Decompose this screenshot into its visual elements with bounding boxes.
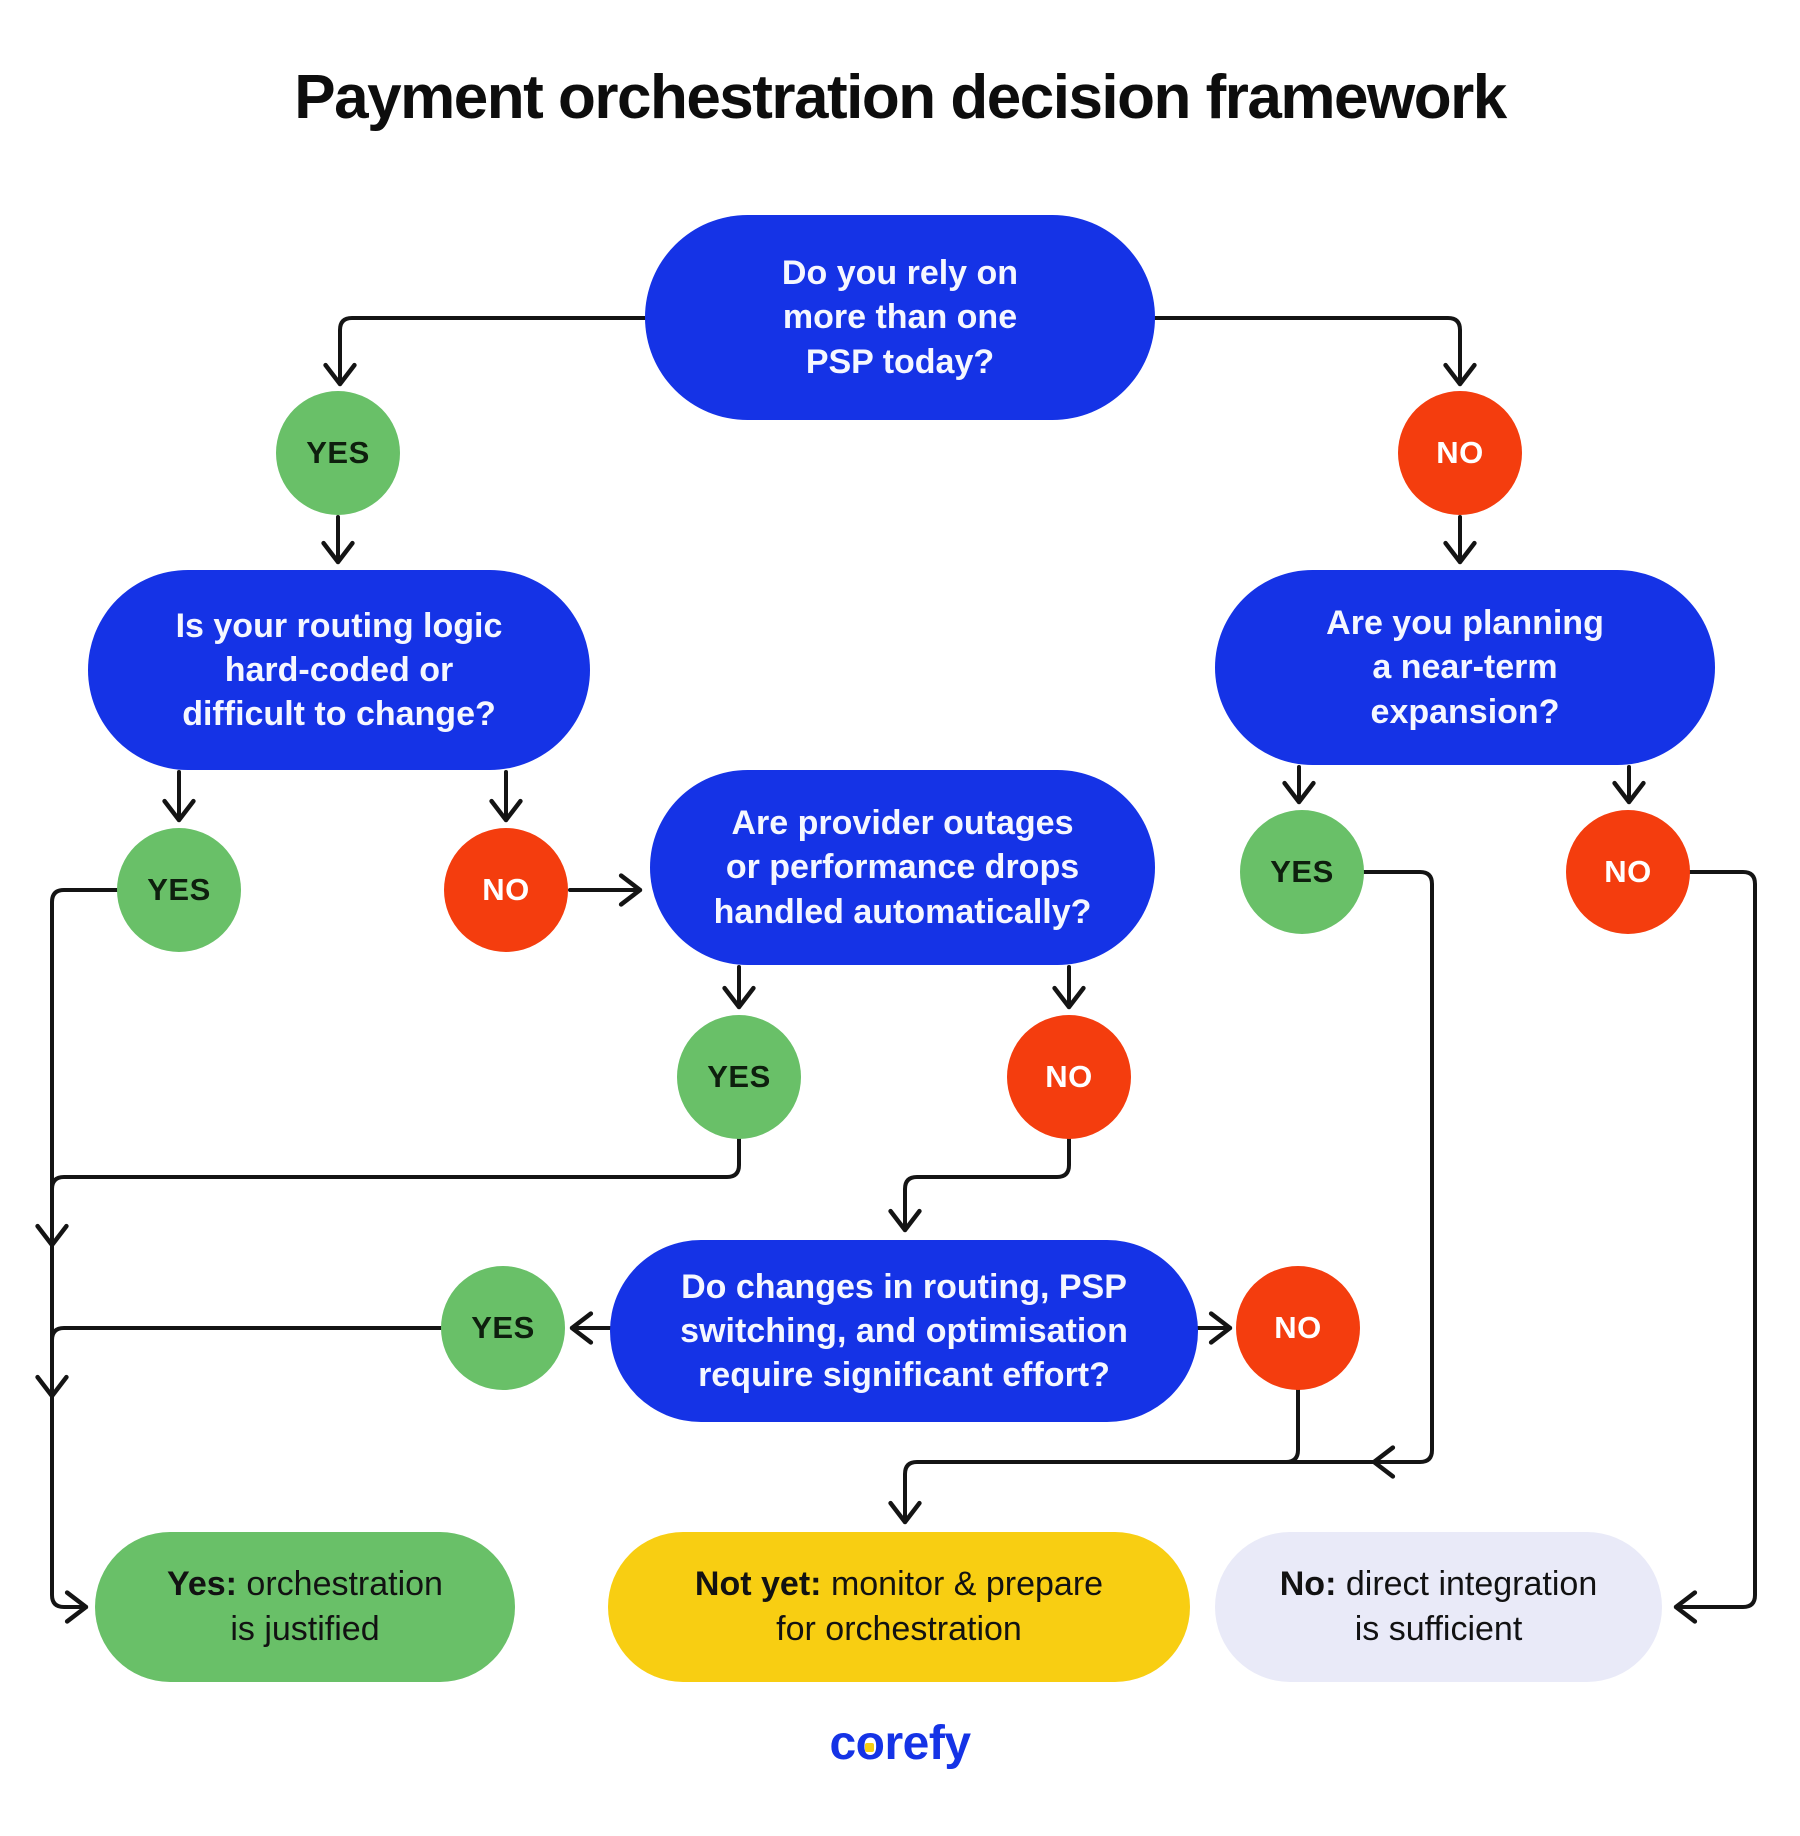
corefy-logo: corefy (0, 1716, 1800, 1771)
link-no5-sufficient (1673, 870, 1757, 1624)
link-psp-yes (323, 316, 647, 387)
question-node-outages: Are provider outages or performance drop… (650, 770, 1155, 965)
outcome-not-yet-text: monitor & prepare for orchestration (776, 1565, 1104, 1648)
no-badge-psp: NO (1398, 391, 1522, 515)
no-badge-routing: NO (444, 828, 568, 952)
question-node-effort: Do changes in routing, PSP switching, an… (610, 1240, 1198, 1422)
link-yes5-down (1362, 870, 1434, 1479)
outcome-justified-lead: Yes: (167, 1565, 237, 1604)
no-badge-outages: NO (1007, 1015, 1131, 1139)
link-no4-join (1284, 1388, 1300, 1464)
question-node-expansion: Are you planning a near-term expansion? (1215, 570, 1715, 765)
outcome-not-yet-lead: Not yet: (694, 1565, 822, 1604)
logo-text: corefy (829, 1717, 971, 1770)
question-node-psp: Do you rely on more than one PSP today? (645, 215, 1155, 420)
yes-badge-expansion: YES (1240, 810, 1364, 934)
page-title: Payment orchestration decision framework (294, 63, 1507, 132)
link-no3-effort (888, 1137, 1071, 1233)
logo-dot (865, 1743, 875, 1752)
no-badge-effort: NO (1236, 1266, 1360, 1390)
yes-badge-psp: YES (276, 391, 400, 515)
link-join-notyet (888, 1460, 1376, 1525)
link-yes4-rail (50, 1326, 443, 1342)
outcome-sufficient-lead: No: (1279, 1565, 1337, 1604)
question-node-routing: Is your routing logic hard-coded or diff… (88, 570, 590, 770)
link-yes3-rail (50, 1137, 741, 1191)
yes-badge-outages: YES (677, 1015, 801, 1139)
outcome-justified-text: orchestration is justified (230, 1565, 443, 1648)
yes-badge-routing: YES (117, 828, 241, 952)
link-psp-no (1153, 316, 1477, 387)
outcome-box-sufficient: No: direct integration is sufficient (1215, 1532, 1662, 1682)
outcome-sufficient-text: direct integration is sufficient (1345, 1565, 1598, 1648)
no-badge-expansion: NO (1566, 810, 1690, 934)
yes-badge-effort: YES (441, 1266, 565, 1390)
outcome-box-not-yet: Not yet: monitor & prepare for orchestra… (608, 1532, 1190, 1682)
link-yes2-rail-green (50, 888, 119, 1624)
outcome-box-justified: Yes: orchestration is justified (95, 1532, 515, 1682)
